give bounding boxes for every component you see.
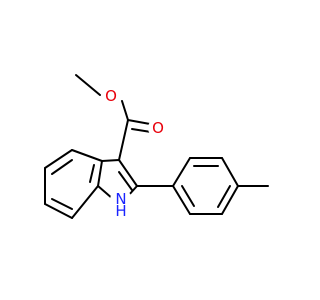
bond-c7a-c3a [97, 160, 103, 187]
molecule-drawing: O O N H [44, 74, 269, 220]
ester-oxygen-label: O [105, 87, 117, 105]
bond-ar-6 [172, 185, 191, 215]
bond-c4-c5 [44, 149, 73, 169]
bond-o-carbonyl [121, 100, 129, 121]
bond-carbonyl-double-2 [131, 128, 152, 133]
carbonyl-oxygen-label: O [152, 119, 164, 137]
atom-labels: O O N H [101, 86, 168, 220]
bond-c6-c7 [44, 203, 73, 219]
nitrogen-label: N [115, 190, 126, 208]
bond-ar-4 [221, 185, 239, 215]
bond-carbonyl-c3 [118, 119, 129, 161]
structure-canvas: O O N H [44, 74, 269, 220]
bond-c7-c7a [71, 185, 99, 219]
bonds [44, 74, 269, 219]
bond-ar-3 [221, 157, 239, 187]
bond-inner-c6-c7 [51, 198, 73, 210]
bond-carbonyl-double-1 [127, 119, 151, 125]
bond-c3-c2-double-inner [118, 171, 133, 191]
bond-c3a-c4 [71, 149, 103, 162]
bond-c3-c2-double [118, 159, 138, 187]
nh-atom: N H [110, 189, 132, 220]
bond-c3a-c3 [101, 159, 120, 162]
carbonyl-oxygen-atom: O [148, 118, 168, 138]
ester-oxygen-atom: O [101, 86, 121, 106]
bond-inner-c7a-c3a [89, 164, 95, 183]
bond-ar-1 [172, 157, 191, 187]
nitrogen-hydrogen-label: H [115, 202, 126, 220]
bond-inner-c4-c5 [51, 159, 73, 175]
bond-ar-inner-2 [217, 185, 231, 208]
bond-methyl-o [75, 74, 101, 96]
bond-ar-inner-3 [181, 185, 195, 207]
